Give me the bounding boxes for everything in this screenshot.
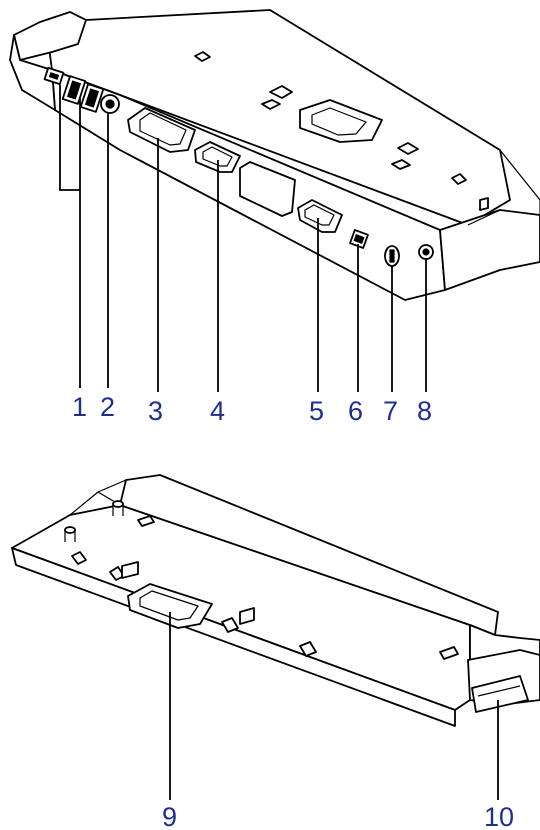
port-replicator-rear-view: 1 2 3 4 5 6 7 8 bbox=[9, 9, 540, 426]
dock-connector bbox=[127, 583, 213, 629]
callout-4: 4 bbox=[210, 396, 225, 426]
callout-5: 5 bbox=[309, 396, 324, 426]
leader-lines-bottom bbox=[169, 612, 499, 800]
callout-1: 1 bbox=[72, 392, 87, 422]
usb-ports bbox=[43, 66, 105, 113]
vga-port bbox=[297, 199, 343, 233]
callout-3: 3 bbox=[148, 396, 163, 426]
dc-in-jack bbox=[100, 94, 120, 114]
parallel-port bbox=[127, 107, 196, 153]
callout-7: 7 bbox=[383, 396, 398, 426]
top-dock-connector bbox=[299, 99, 383, 143]
left-hook bbox=[13, 11, 87, 61]
right-end-block bbox=[439, 209, 540, 291]
leader-lines-top bbox=[59, 85, 427, 392]
label-recess bbox=[239, 161, 296, 217]
audio-jack bbox=[418, 244, 434, 260]
lan-port bbox=[349, 229, 369, 249]
left-side-face bbox=[9, 34, 56, 111]
callout-10: 10 bbox=[484, 802, 514, 830]
callout-2: 2 bbox=[100, 392, 115, 422]
eject-lever bbox=[471, 675, 529, 713]
callout-9: 9 bbox=[162, 802, 177, 830]
port-replicator-top-view: 9 10 bbox=[11, 474, 540, 830]
security-slot bbox=[384, 245, 400, 267]
callout-6: 6 bbox=[348, 396, 363, 426]
serial-port bbox=[194, 141, 241, 173]
alignment-posts bbox=[64, 500, 124, 542]
callout-8: 8 bbox=[417, 396, 432, 426]
